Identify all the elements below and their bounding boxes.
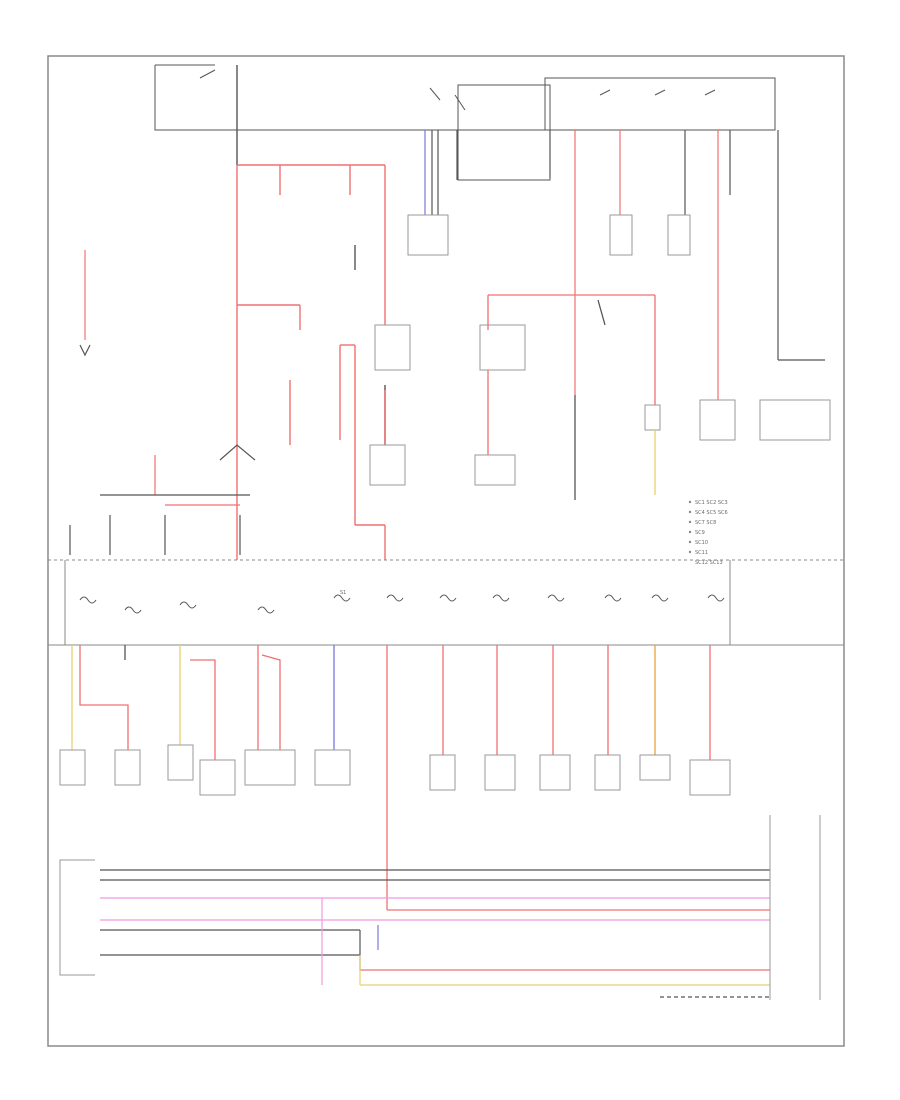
component-low-3 (167, 744, 194, 781)
component-block-g (759, 399, 831, 441)
component-block-a (407, 214, 449, 256)
sc-legend-5: SC10 (695, 540, 708, 546)
relay-box-right (479, 324, 526, 371)
component-block-b (609, 214, 633, 256)
component-low-5 (244, 749, 296, 786)
sc-legend-7: SC12 SC13 (695, 560, 723, 566)
component-low-11 (639, 754, 671, 781)
sc-legend-4: SC9 (695, 530, 705, 536)
fuse-label-s1: S1 (340, 590, 346, 596)
component-low-6 (314, 749, 351, 786)
top-components (369, 214, 831, 486)
component-block-d (369, 444, 406, 486)
lower-components (59, 744, 731, 796)
component-low-7 (429, 754, 456, 791)
sc-legend-3: SC7 SC8 (695, 520, 716, 526)
main-trunk-wiring (236, 65, 386, 560)
relay-box-center (374, 324, 411, 371)
top-battery-section (154, 64, 776, 181)
component-low-10 (594, 754, 621, 791)
component-block-c (667, 214, 691, 256)
component-low-4 (199, 759, 236, 796)
fuse-block-small (644, 404, 661, 431)
component-block-e (474, 454, 516, 486)
component-low-9 (539, 754, 571, 791)
module-left-bracket (59, 859, 95, 976)
component-low-12 (689, 759, 731, 796)
left-ground-wiring (69, 250, 256, 555)
fuse-row (79, 594, 725, 614)
bottom-modules (59, 815, 821, 1000)
component-low-8 (484, 754, 516, 791)
top-signal-wires (424, 130, 825, 400)
bottom-bus-lines (100, 869, 770, 998)
sc-legend-6: SC11 (695, 550, 708, 556)
component-low-2 (114, 749, 141, 786)
component-block-f (699, 399, 736, 441)
sc-legend-1: SC1 SC2 SC3 (695, 500, 728, 506)
middle-right-wiring (487, 294, 656, 500)
component-low-1 (59, 749, 86, 786)
sc-legend-2: SC4 SC5 SC6 (695, 510, 728, 516)
fuse-box-band (48, 559, 844, 646)
sc-legend-list: SC1 SC2 SC3 SC4 SC5 SC6 SC7 SC8 SC9 SC10… (688, 500, 728, 566)
diagram-frame (47, 55, 845, 1047)
lower-feeds (71, 645, 770, 911)
